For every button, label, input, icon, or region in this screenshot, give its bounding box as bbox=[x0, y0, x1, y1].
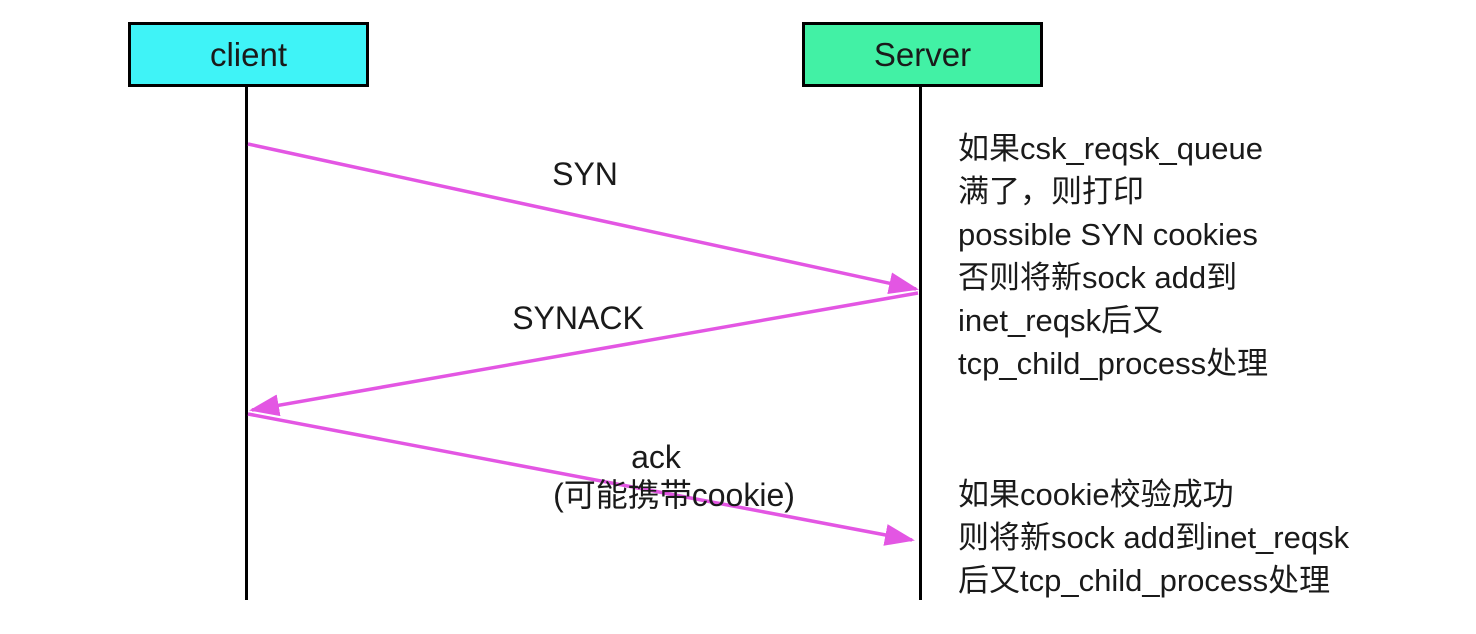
annotation-line: 后又tcp_child_process处理 bbox=[958, 563, 1331, 598]
annotation-line: 如果cookie校验成功 bbox=[958, 477, 1234, 512]
annotation-line: tcp_child_process处理 bbox=[958, 346, 1269, 381]
synack-label: SYNACK bbox=[512, 300, 644, 336]
actor-label-client: client bbox=[209, 36, 288, 73]
annotation-line: 满了，则打印 bbox=[958, 174, 1144, 209]
syn-label: SYN bbox=[552, 156, 618, 192]
annotation-line: 否则将新sock add到 bbox=[958, 260, 1238, 295]
server-annotation-cookie-check: 如果cookie校验成功 则将新sock add到inet_reqsk 后又tc… bbox=[958, 473, 1349, 602]
actor-box-client: client bbox=[128, 22, 369, 87]
ack-note-label: (可能携带cookie) bbox=[553, 477, 795, 513]
server-lifeline bbox=[919, 86, 922, 600]
server-annotation-syn-queue: 如果csk_reqsk_queue 满了，则打印 possible SYN co… bbox=[958, 127, 1268, 385]
annotation-line: possible SYN cookies bbox=[958, 217, 1258, 252]
annotation-line: 则将新sock add到inet_reqsk bbox=[958, 520, 1350, 555]
ack-label: ack bbox=[631, 439, 681, 475]
annotation-line: inet_reqsk后又 bbox=[958, 303, 1164, 338]
client-lifeline bbox=[245, 86, 248, 600]
actor-label-server: Server bbox=[873, 36, 972, 73]
annotation-line: 如果csk_reqsk_queue bbox=[958, 131, 1263, 166]
actor-box-server: Server bbox=[802, 22, 1043, 87]
